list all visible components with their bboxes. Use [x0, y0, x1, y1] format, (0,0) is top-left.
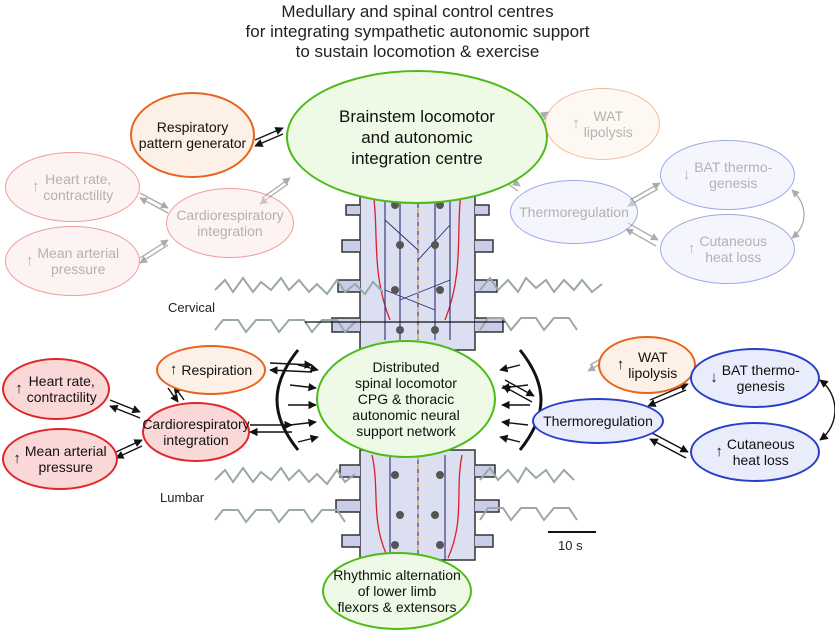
spinal-cpg-node: Distributed spinal locomotor CPG & thora… — [316, 340, 496, 458]
wat-top-label: WAT lipolysis — [583, 108, 633, 140]
spinal-cord-upper — [331, 179, 504, 351]
cardio-bottom-label: Cardiorespiratory integration — [142, 416, 250, 448]
cutaneous-top-label: Cutaneous heat loss — [699, 233, 768, 265]
heart-rate-top-node: ↑ Heart rate, contractility — [5, 152, 140, 222]
cardio-bottom-node: Cardiorespiratory integration — [142, 402, 250, 462]
cutaneous-bottom-node: ↑ Cutaneous heat loss — [690, 422, 820, 482]
spinal-cpg-label: Distributed spinal locomotor CPG & thora… — [352, 359, 460, 439]
respiration-label: Respiration — [181, 362, 253, 378]
increase-arrow-icon: ↑ — [25, 252, 34, 269]
respiratory-generator-label: Respiratory pattern generator — [138, 119, 247, 151]
bat-bottom-label: BAT thermo- genesis — [721, 362, 800, 394]
rhythmic-alternation-node: Rhythmic alternation of lower limb flexo… — [322, 552, 472, 630]
increase-arrow-icon: ↑ — [169, 361, 178, 378]
increase-arrow-icon: ↑ — [31, 178, 40, 195]
cardio-top-node: Cardiorespiratory integration — [166, 188, 294, 258]
decrease-arrow-icon: ↓ — [682, 166, 691, 183]
respiratory-generator-node: Respiratory pattern generator — [130, 92, 255, 178]
spinal-cord-lower — [335, 449, 500, 561]
cervical-label: Cervical — [168, 300, 215, 315]
cutaneous-bottom-label: Cutaneous heat loss — [726, 436, 795, 468]
respiration-node: ↑ Respiration — [156, 345, 266, 395]
scale-bar-label: 10 s — [558, 538, 583, 553]
heart-rate-top-label: Heart rate, contractility — [43, 171, 114, 203]
diagram-title: Medullary and spinal control centres for… — [245, 2, 590, 61]
map-top-label: Mean arterial pressure — [37, 245, 120, 277]
increase-arrow-icon: ↑ — [572, 115, 580, 132]
rhythmic-alternation-label: Rhythmic alternation of lower limb flexo… — [333, 567, 461, 615]
bat-top-label: BAT thermo- genesis — [694, 159, 773, 191]
decrease-arrow-icon: ↓ — [710, 369, 718, 386]
brainstem-centre-label: Brainstem locomotor and autonomic integr… — [339, 106, 495, 168]
map-bottom-node: ↑ Mean arterial pressure — [2, 428, 118, 490]
brainstem-centre-node: Brainstem locomotor and autonomic integr… — [286, 70, 548, 204]
increase-arrow-icon: ↑ — [15, 380, 23, 397]
increase-arrow-icon: ↑ — [715, 443, 723, 460]
map-bottom-label: Mean arterial pressure — [24, 443, 107, 475]
increase-arrow-icon: ↑ — [687, 240, 696, 257]
lumbar-label: Lumbar — [160, 490, 205, 505]
map-top-node: ↑ Mean arterial pressure — [5, 226, 140, 296]
increase-arrow-icon: ↑ — [13, 450, 21, 467]
thermo-top-node: Thermoregulation — [510, 180, 638, 244]
increase-arrow-icon: ↑ — [616, 356, 625, 373]
dark-arrows — [109, 127, 835, 459]
emg-traces — [214, 276, 603, 524]
cardio-top-label: Cardiorespiratory integration — [176, 207, 284, 239]
bat-bottom-node: ↓ BAT thermo- genesis — [690, 348, 820, 408]
wat-bottom-node: ↑ WAT lipolysis — [598, 336, 696, 394]
thermo-top-label: Thermoregulation — [519, 204, 629, 220]
wat-top-node: ↑ WAT lipolysis — [545, 88, 660, 160]
thermo-bottom-node: Thermoregulation — [532, 398, 664, 444]
heart-rate-bottom-label: Heart rate, contractility — [26, 373, 97, 405]
cutaneous-top-node: ↑ Cutaneous heat loss — [660, 214, 795, 284]
bat-top-node: ↓ BAT thermo- genesis — [660, 140, 795, 210]
heart-rate-bottom-node: ↑ Heart rate, contractility — [2, 358, 110, 420]
thermo-bottom-label: Thermoregulation — [543, 413, 653, 429]
wat-bottom-label: WAT lipolysis — [628, 349, 678, 381]
